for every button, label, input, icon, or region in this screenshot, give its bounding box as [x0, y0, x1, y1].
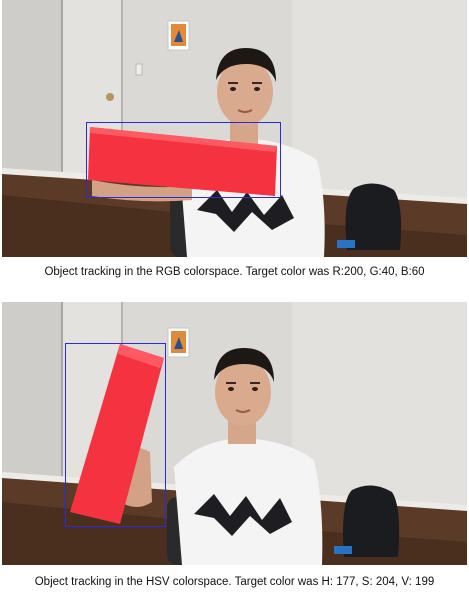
backpack: [345, 183, 402, 250]
person-face: [215, 358, 271, 426]
hsv-tracking-box: [65, 343, 166, 527]
person-face: [217, 58, 273, 126]
hsv-scene-illustration: [2, 302, 467, 565]
hsv-tracking-photo: [2, 302, 467, 565]
door-knob: [106, 93, 114, 101]
hsv-caption: Object tracking in the HSV colorspace. T…: [34, 576, 435, 588]
rgb-tracking-box: [86, 122, 281, 198]
person-hair: [214, 348, 274, 382]
rgb-caption: Object tracking in the RGB colorspace. T…: [44, 266, 425, 278]
person-hair: [216, 48, 276, 82]
tracked-object: [70, 344, 164, 524]
backpack: [343, 485, 400, 557]
rgb-tracking-photo: [2, 0, 467, 257]
